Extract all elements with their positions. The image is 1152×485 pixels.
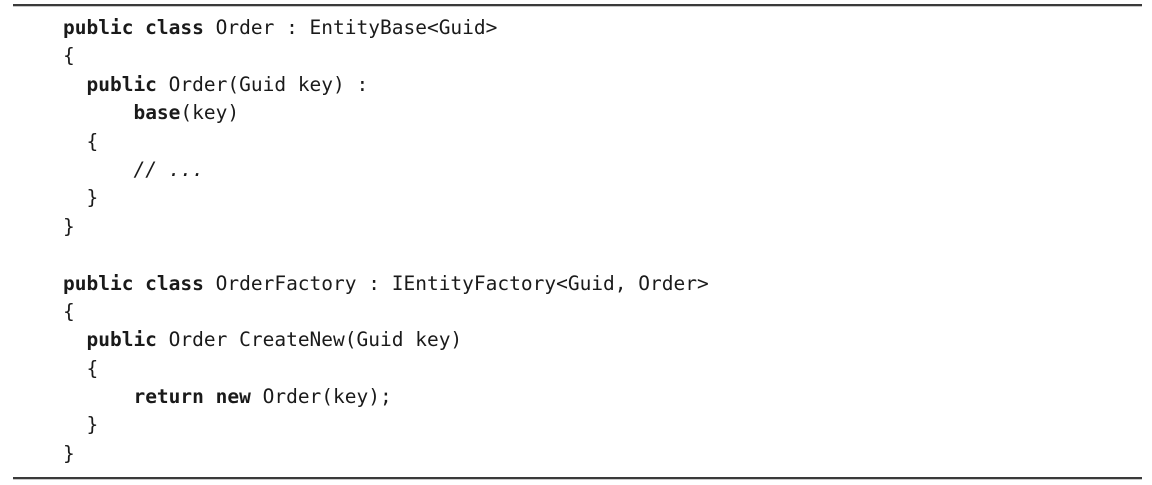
code-token-keyword: public class bbox=[63, 271, 204, 295]
code-token-plain: { bbox=[63, 44, 75, 68]
code-line: public class Order : EntityBase<Guid> bbox=[63, 14, 1152, 42]
code-token-plain: Order(Guid key) : bbox=[156, 72, 369, 96]
code-token-keyword: public bbox=[86, 328, 157, 352]
code-token-keyword: base bbox=[133, 101, 181, 125]
code-line: } bbox=[63, 440, 1152, 468]
code-token-keyword: public bbox=[86, 72, 157, 96]
code-line: return new Order(key); bbox=[63, 383, 1152, 411]
code-token-plain: } bbox=[63, 441, 75, 465]
code-token-plain: Order CreateNew(Guid key) bbox=[156, 328, 463, 352]
code-token-plain: Order(key); bbox=[250, 385, 392, 409]
code-token-plain bbox=[63, 328, 86, 351]
code-token-plain: } bbox=[63, 214, 75, 238]
code-token-plain: { bbox=[63, 129, 99, 153]
code-token-keyword: public class bbox=[63, 16, 204, 39]
code-token-plain: Order : EntityBase<Guid> bbox=[203, 16, 498, 39]
code-line: base(key) bbox=[63, 99, 1152, 127]
code-token-plain: OrderFactory : IEntityFactory<Guid, Orde… bbox=[203, 271, 709, 295]
code-line: { bbox=[63, 355, 1152, 383]
code-line bbox=[63, 241, 1152, 269]
top-rule bbox=[13, 4, 1142, 6]
code-line: } bbox=[63, 213, 1152, 241]
code-line: { bbox=[63, 128, 1152, 156]
code-line: public class OrderFactory : IEntityFacto… bbox=[63, 270, 1152, 298]
code-token-keyword: return new bbox=[133, 385, 251, 409]
code-line: } bbox=[63, 184, 1152, 212]
code-token-plain: } bbox=[63, 186, 99, 210]
code-token-comment: // ... bbox=[133, 157, 204, 181]
code-token-plain: { bbox=[63, 356, 99, 380]
code-token-plain: (key) bbox=[180, 101, 240, 125]
code-token-plain: { bbox=[63, 299, 75, 323]
code-token-plain bbox=[63, 101, 133, 124]
code-line: public Order(Guid key) : bbox=[63, 71, 1152, 99]
code-line: public Order CreateNew(Guid key) bbox=[63, 326, 1152, 354]
code-line: // ... bbox=[63, 156, 1152, 184]
code-token-plain: } bbox=[63, 413, 99, 437]
code-line: { bbox=[63, 298, 1152, 326]
bottom-rule bbox=[13, 477, 1142, 479]
code-listing: public class Order : EntityBase<Guid>{ p… bbox=[63, 14, 1152, 468]
code-line: } bbox=[63, 411, 1152, 439]
code-line: { bbox=[63, 42, 1152, 70]
code-token-plain bbox=[63, 385, 133, 408]
code-token-plain bbox=[63, 73, 86, 96]
code-token-plain bbox=[63, 158, 133, 181]
